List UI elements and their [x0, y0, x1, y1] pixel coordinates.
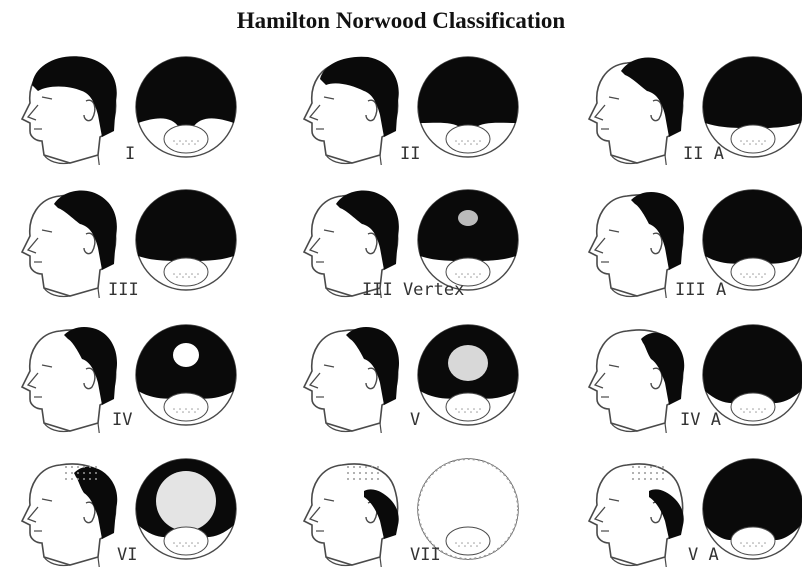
profile-head: [22, 327, 117, 433]
stage-label: VII: [410, 545, 441, 565]
stage-figure: [8, 45, 268, 183]
top-view-head: [703, 459, 802, 559]
stage-label: VI: [117, 545, 137, 565]
stage-illustration: [8, 45, 268, 165]
top-view-head: [418, 325, 518, 425]
stage-label: III A: [675, 280, 726, 300]
page-title: Hamilton Norwood Classification: [0, 8, 802, 34]
stage-figure: [290, 313, 550, 451]
top-view-head: [136, 325, 236, 425]
top-view-head: [136, 459, 236, 559]
top-view-head: [418, 190, 518, 290]
profile-head: [589, 58, 684, 166]
profile-head: [589, 192, 684, 298]
top-view-head: [136, 57, 236, 157]
stage-label: V: [410, 410, 420, 430]
stage-label: IV: [112, 410, 132, 430]
top-view-head: [703, 190, 802, 290]
stage-label: IV A: [680, 410, 721, 430]
profile-head: [22, 464, 117, 567]
profile-head: [589, 464, 684, 567]
profile-head: [304, 464, 399, 567]
profile-head: [304, 327, 399, 433]
profile-head: [22, 191, 117, 299]
top-view-head: [418, 459, 518, 559]
stage-figure: [575, 313, 802, 451]
stage-figure: [8, 447, 268, 582]
profile-head: [589, 330, 684, 433]
stage-label: II A: [683, 144, 724, 164]
top-view-head: [703, 57, 802, 157]
top-view-head: [136, 190, 236, 290]
stage-figure: [8, 313, 268, 451]
stage-illustration: [8, 313, 268, 433]
profile-head: [304, 57, 399, 165]
stage-label: II: [400, 144, 420, 164]
stage-illustration: [8, 447, 268, 567]
stage-label: I: [125, 144, 135, 164]
stage-label: V A: [688, 545, 719, 565]
stage-label: III Vertex: [362, 280, 464, 300]
profile-head: [22, 56, 117, 165]
top-view-head: [418, 57, 518, 157]
stage-label: III: [108, 280, 139, 300]
